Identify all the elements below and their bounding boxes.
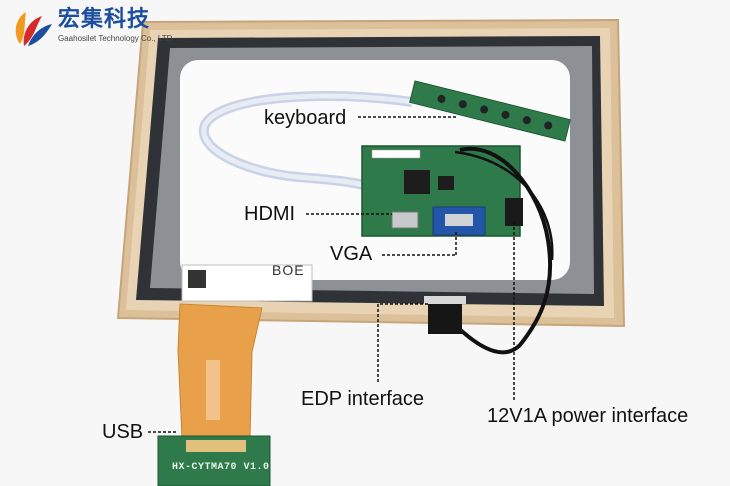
- hdmi-port: [391, 211, 419, 229]
- keyboard-board: [409, 80, 571, 142]
- power-jack: [505, 198, 523, 226]
- power-interface-label: 12V1A power interface: [487, 405, 689, 427]
- ribbon-cable-highlight: [201, 93, 413, 194]
- callout-lines: [148, 116, 515, 433]
- usb-label: USB: [102, 421, 144, 443]
- fpc-slot: [206, 360, 220, 420]
- vga-label: VGA: [330, 243, 373, 265]
- leaf-logo-icon: [15, 12, 52, 46]
- connector-strip: [371, 149, 421, 159]
- black-cable: [448, 146, 553, 355]
- edp-interface-label: EDP interface: [301, 388, 425, 410]
- sticker-qr: [188, 270, 206, 288]
- logo-name-en: Gaahosilet Technology Co., LTD: [58, 34, 173, 43]
- keyboard-buttons: [437, 94, 553, 130]
- brand-logo: 宏集科技 Gaahosilet Technology Co., LTD: [10, 8, 172, 48]
- logo-name-cn: 宏集科技: [58, 7, 151, 32]
- secondary-chip: [438, 176, 454, 190]
- vga-port-shell: [445, 214, 473, 226]
- hdmi-label: HDMI: [244, 203, 296, 225]
- panel-brand: BOE: [272, 262, 305, 278]
- usb-board-connector: [186, 440, 246, 452]
- edp-connector-top: [424, 296, 466, 304]
- main-chip: [404, 170, 430, 194]
- power-cable: [454, 150, 554, 261]
- keyboard-label: keyboard: [264, 107, 347, 129]
- board-marking: HX-CYTMA70 V1.0: [172, 462, 270, 473]
